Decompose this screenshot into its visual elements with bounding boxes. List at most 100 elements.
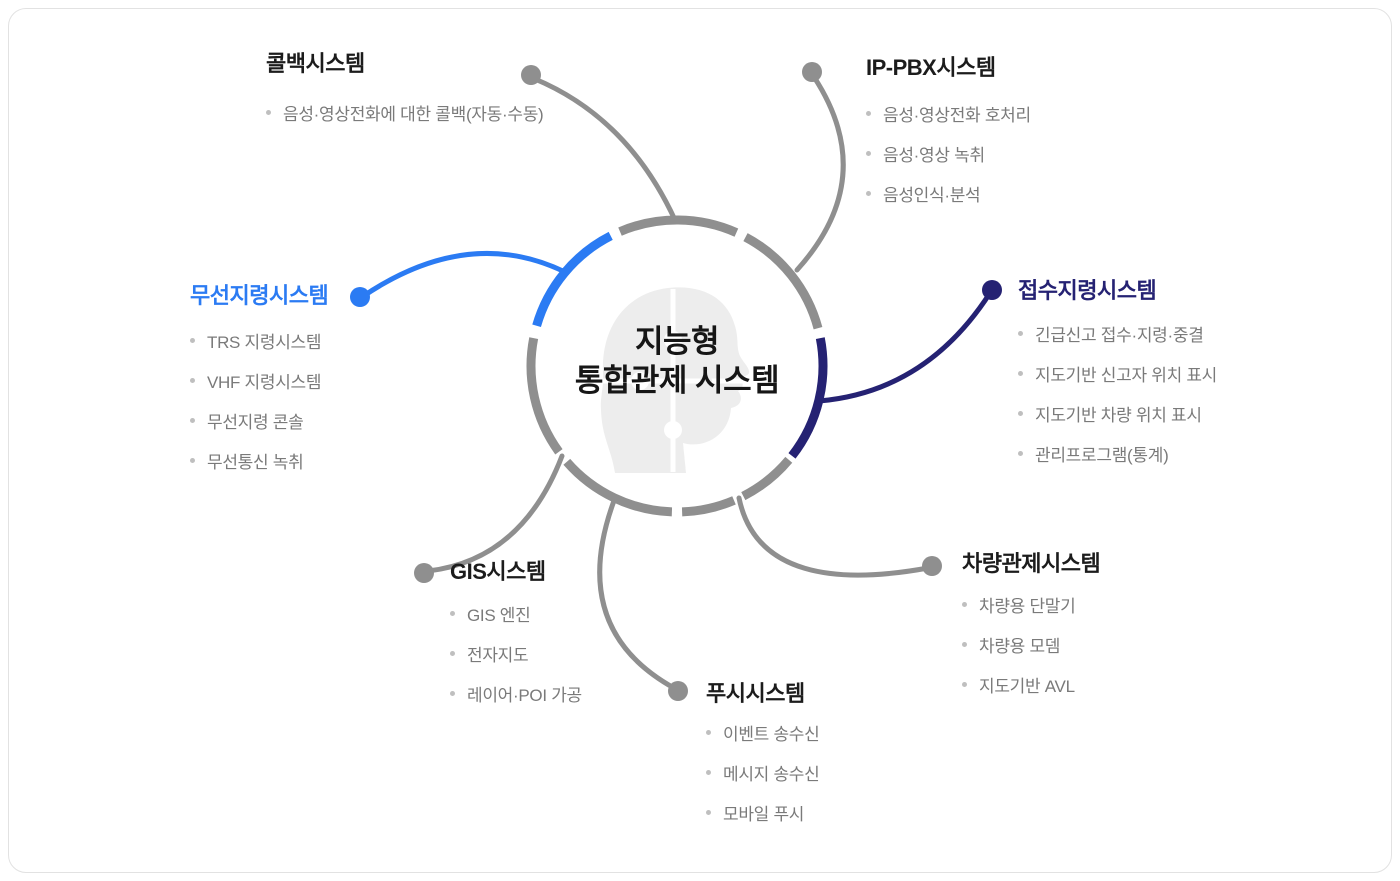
feature-item: 긴급신고 접수·지령·중결 — [1018, 313, 1217, 353]
system-group-push: 푸시시스템 이벤트 송수신 메시지 송수신 모바일 푸시 — [706, 680, 820, 832]
feature-item: 메시지 송수신 — [706, 752, 820, 792]
feature-item: 지도기반 차량 위치 표시 — [1018, 393, 1217, 433]
gis-dot — [414, 563, 434, 583]
bullet-dot-icon — [450, 610, 455, 616]
feature-list: 음성·영상전화에 대한 콜백(자동·수동) — [266, 92, 544, 132]
center-ring — [526, 215, 828, 517]
feature-text: 음성·영상전화에 대한 콜백(자동·수동) — [283, 104, 544, 124]
feature-text: 메시지 송수신 — [723, 764, 820, 784]
bullet-dot-icon — [450, 650, 455, 656]
center-system-title: 지능형 통합관제 시스템 — [527, 322, 827, 400]
bullet-dot-icon — [706, 729, 711, 735]
ring-segment — [681, 496, 736, 517]
system-title-wireless: 무선지령시스템 — [190, 283, 329, 308]
wireless-dot — [350, 287, 370, 307]
reception-dot — [982, 280, 1002, 300]
feature-item: 차량용 단말기 — [962, 584, 1100, 624]
push-connector — [597, 495, 677, 691]
bullet-dot-icon — [866, 110, 871, 116]
feature-text: 레이어·POI 가공 — [467, 685, 582, 705]
feature-text: TRS 지령시스템 — [207, 332, 322, 352]
feature-item: 지도기반 AVL — [962, 664, 1100, 704]
feature-text: 음성·영상전화 호처리 — [883, 105, 1031, 125]
feature-text: 음성·영상 녹취 — [883, 145, 985, 165]
bullet-dot-icon — [866, 150, 871, 156]
head-puzzle-watermark — [600, 287, 750, 473]
feature-text: 모바일 푸시 — [723, 804, 805, 824]
feature-item: 음성·영상 녹취 — [866, 133, 1031, 173]
bullet-dot-icon — [962, 601, 967, 607]
feature-text: 음성인식·분석 — [883, 185, 981, 205]
bullet-dot-icon — [962, 681, 967, 687]
vehicle-dot — [922, 556, 942, 576]
reception-connector — [816, 290, 993, 404]
ring-segment-navy — [788, 337, 828, 459]
feature-item: 무선지령 콘솔 — [190, 400, 328, 440]
feature-item: 이벤트 송수신 — [706, 712, 820, 752]
callback-connector — [532, 76, 678, 223]
ring-segment-blue — [532, 231, 613, 328]
system-title-push: 푸시시스템 — [706, 681, 805, 706]
system-title-reception: 접수지령시스템 — [1018, 278, 1157, 303]
feature-list: GIS 엔진 전자지도 레이어·POI 가공 — [450, 593, 582, 713]
callback-dot — [521, 65, 541, 85]
ring-segment — [618, 215, 739, 237]
ring-segment — [741, 456, 793, 501]
feature-item: 차량용 모뎀 — [962, 624, 1100, 664]
connector-lines — [359, 74, 993, 691]
feature-item: 지도기반 신고자 위치 표시 — [1018, 353, 1217, 393]
feature-item: VHF 지령시스템 — [190, 360, 328, 400]
vehicle-connector — [736, 495, 931, 578]
feature-item: 모바일 푸시 — [706, 792, 819, 832]
system-title-vehicle: 차량관제시스템 — [962, 551, 1101, 576]
bullet-dot-icon — [266, 109, 271, 115]
system-group-callback: 콜백시스템 음성·영상전화에 대한 콜백(자동·수동) — [266, 50, 544, 132]
feature-list: TRS 지령시스템 VHF 지령시스템 무선지령 콘솔 무선통신 녹취 — [190, 320, 328, 480]
ring-segment — [743, 233, 823, 330]
bullet-dot-icon — [962, 641, 967, 647]
node-dots — [350, 62, 1002, 701]
feature-item: 음성·영상전화에 대한 콜백(자동·수동) — [266, 92, 544, 132]
ippbx-connector — [794, 74, 846, 273]
center-title-line2: 통합관제 시스템 — [574, 363, 780, 398]
feature-item: 음성·영상전화 호처리 — [866, 93, 1031, 133]
system-group-gis: GIS시스템 GIS 엔진 전자지도 레이어·POI 가공 — [450, 558, 582, 713]
feature-text: 긴급신고 접수·지령·중결 — [1035, 325, 1204, 345]
bullet-dot-icon — [190, 417, 195, 423]
center-title-line1: 지능형 — [634, 324, 720, 359]
feature-text: 차량용 단말기 — [979, 596, 1076, 616]
wireless-connector — [359, 250, 568, 300]
feature-list: 긴급신고 접수·지령·중결 지도기반 신고자 위치 표시 지도기반 차량 위치 … — [1018, 313, 1217, 473]
feature-item: 무선통신 녹취 — [190, 440, 328, 480]
system-group-reception: 접수지령시스템 긴급신고 접수·지령·중결 지도기반 신고자 위치 표시 지도기… — [1018, 277, 1217, 473]
system-title-ippbx: IP-PBX시스템 — [866, 55, 996, 80]
feature-item: 레이어·POI 가공 — [450, 673, 582, 713]
bullet-dot-icon — [190, 377, 195, 383]
ring-segment — [526, 337, 563, 455]
feature-text: VHF 지령시스템 — [207, 372, 322, 392]
feature-list: 음성·영상전화 호처리 음성·영상 녹취 음성인식·분석 — [866, 93, 1031, 213]
gis-connector — [425, 453, 565, 574]
feature-text: 이벤트 송수신 — [723, 724, 820, 744]
feature-text: 관리프로그램(통계) — [1035, 445, 1169, 465]
bullet-dot-icon — [706, 769, 711, 775]
feature-text: 무선통신 녹취 — [207, 452, 304, 472]
system-group-vehicle: 차량관제시스템 차량용 단말기 차량용 모뎀 지도기반 AVL — [962, 550, 1101, 704]
system-title-gis: GIS시스템 — [450, 559, 546, 584]
ring-segment — [563, 458, 673, 517]
bullet-dot-icon — [450, 690, 455, 696]
bullet-dot-icon — [190, 457, 195, 463]
bullet-dot-icon — [1018, 370, 1023, 376]
bullet-dot-icon — [1018, 410, 1023, 416]
feature-text: 지도기반 신고자 위치 표시 — [1035, 365, 1218, 385]
system-group-ippbx: IP-PBX시스템 음성·영상전화 호처리 음성·영상 녹취 음성인식·분석 — [866, 54, 1031, 213]
bullet-dot-icon — [1018, 450, 1023, 456]
bullet-dot-icon — [866, 190, 871, 196]
feature-item: 음성인식·분석 — [866, 173, 1031, 213]
feature-text: 지도기반 AVL — [979, 676, 1075, 696]
feature-item: TRS 지령시스템 — [190, 320, 328, 360]
bullet-dot-icon — [1018, 330, 1023, 336]
feature-item: 관리프로그램(통계) — [1018, 433, 1217, 473]
